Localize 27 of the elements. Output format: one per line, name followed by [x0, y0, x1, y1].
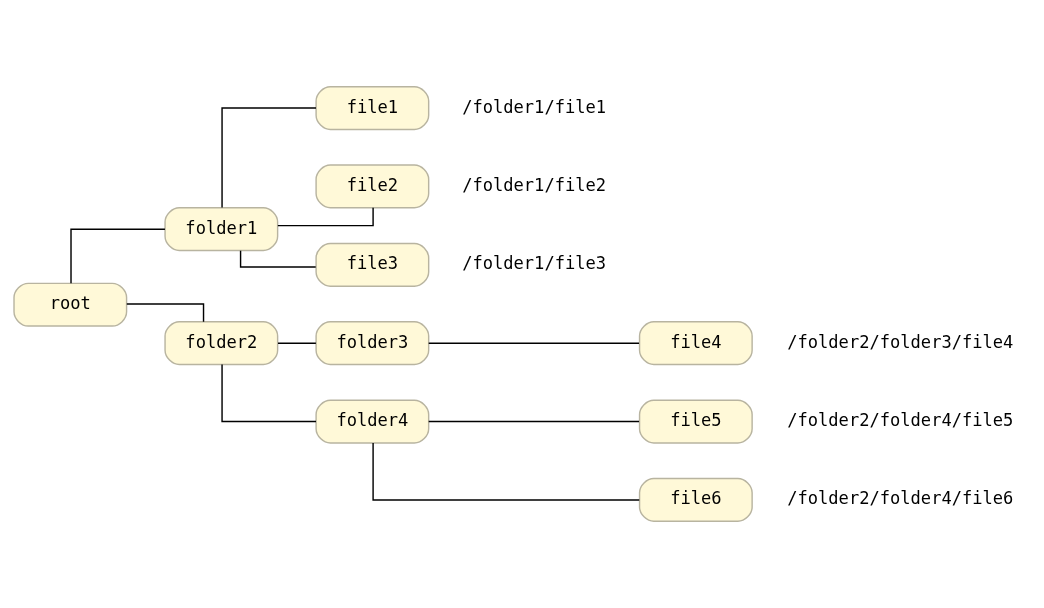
node-box: root	[13, 282, 128, 327]
connector	[428, 342, 640, 344]
connector	[372, 442, 640, 501]
connector	[126, 303, 205, 323]
node-box: file4	[638, 321, 753, 366]
connector	[428, 420, 640, 423]
node-box: file5	[638, 399, 753, 444]
node-box: file2	[315, 164, 430, 209]
node-box: folder1	[164, 207, 279, 252]
node-box: folder2	[164, 321, 279, 366]
node-label: /folder2/folder3/file4	[787, 331, 1014, 352]
node-label: /folder1/file1	[462, 96, 607, 117]
node-box: file3	[315, 242, 430, 287]
connector	[221, 363, 317, 423]
node-box: file6	[638, 477, 753, 522]
connector	[277, 342, 317, 344]
connector	[277, 207, 374, 227]
node-box: file1	[315, 86, 430, 131]
node-label: /folder1/file3	[462, 253, 607, 274]
node-label: /folder2/folder4/file5	[787, 409, 1014, 430]
node-box: folder3	[315, 321, 430, 366]
node-label: /folder1/file2	[462, 174, 607, 195]
connector	[221, 107, 317, 209]
connector	[70, 228, 166, 284]
connector	[239, 250, 317, 268]
node-box: folder4	[315, 399, 430, 444]
node-label: /folder2/folder4/file6	[787, 488, 1014, 509]
